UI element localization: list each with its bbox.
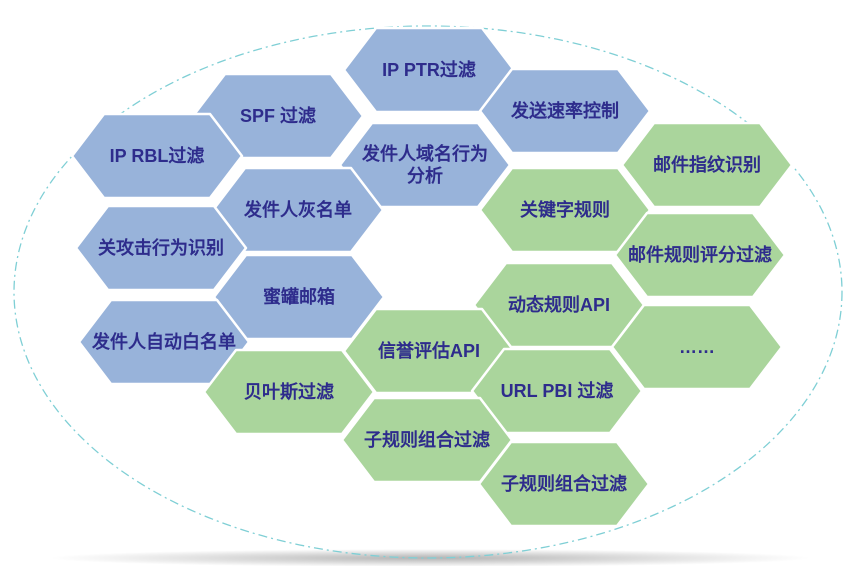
- hexagon-label: 子规则组合过滤: [501, 473, 627, 494]
- hexagon-shape: [478, 67, 652, 155]
- hexagon-label: 贝叶斯过滤: [244, 381, 334, 402]
- hexagon-more: ……: [610, 303, 784, 391]
- hexagon-honeypot: 蜜罐邮箱: [212, 253, 386, 341]
- hexagon-label: 分析: [407, 165, 443, 186]
- hexagon-bayes: 贝叶斯过滤: [202, 348, 376, 436]
- hexagon-mail-fingerprint: 邮件指纹识别: [620, 121, 794, 209]
- hexagon-layer: IP PTR过滤SPF 过滤发送速率控制IP RBL过滤发件人域名行为分析发件人…: [70, 26, 794, 528]
- hexagon-label: IP PTR过滤: [382, 59, 476, 80]
- hexagon-attack-behavior: 关攻击行为识别: [74, 204, 248, 292]
- hexagon-keyword-rule: 关键字规则: [478, 166, 652, 254]
- hexagon-shape: [338, 121, 512, 209]
- hexagon-label: 动态规则API: [508, 294, 610, 315]
- hexagon-label: 信誉评估API: [378, 340, 480, 361]
- hexagon-label: IP RBL过滤: [110, 145, 205, 166]
- hexagon-sender-greylist: 发件人灰名单: [211, 166, 385, 254]
- hexagon-send-rate: 发送速率控制: [478, 67, 652, 155]
- boundary-ellipse: [13, 25, 843, 559]
- hexagon-label: 邮件规则评分过滤: [628, 244, 772, 265]
- hexagon-ip-rbl: IP RBL过滤: [70, 112, 244, 200]
- hexagon-ip-ptr: IP PTR过滤: [342, 26, 516, 114]
- hexagon-mail-rule-score: 邮件规则评分过滤: [613, 211, 787, 299]
- hexagon-shape: [70, 112, 244, 200]
- hexagon-url-pbi: URL PBI 过滤: [470, 347, 644, 435]
- hexagon-spf: SPF 过滤: [191, 72, 365, 160]
- hexagon-label: URL PBI 过滤: [501, 380, 614, 401]
- hexagon-shape: [613, 211, 787, 299]
- hexagon-label: 发送速率控制: [510, 100, 619, 121]
- hexagon-subrule-combo-1: 子规则组合过滤: [340, 396, 514, 484]
- hexagon-label: 发件人自动白名单: [91, 331, 236, 352]
- hexagon-shape: [470, 347, 644, 435]
- hexagon-label: 发件人域名行为: [361, 143, 488, 164]
- hexagon-label: 关攻击行为识别: [98, 237, 224, 258]
- hexagon-label: ……: [679, 337, 715, 357]
- hexagon-label: SPF 过滤: [240, 105, 316, 126]
- hexagon-shape: [74, 204, 248, 292]
- hexagon-shape: [202, 348, 376, 436]
- hexagon-label: 邮件指纹识别: [653, 154, 761, 175]
- hexagon-label: 发件人灰名单: [243, 199, 352, 220]
- hexagon-label: 子规则组合过滤: [364, 429, 490, 450]
- hexagon-subrule-combo-2: 子规则组合过滤: [477, 440, 651, 528]
- hexagon-label: 关键字规则: [520, 199, 610, 220]
- hexagon-shape: [620, 121, 794, 209]
- hexagon-label: 蜜罐邮箱: [263, 286, 335, 307]
- hexagon-sender-whitelist: 发件人自动白名单: [77, 298, 251, 386]
- hexagon-shape: [610, 303, 784, 391]
- hexagon-shape: [477, 440, 651, 528]
